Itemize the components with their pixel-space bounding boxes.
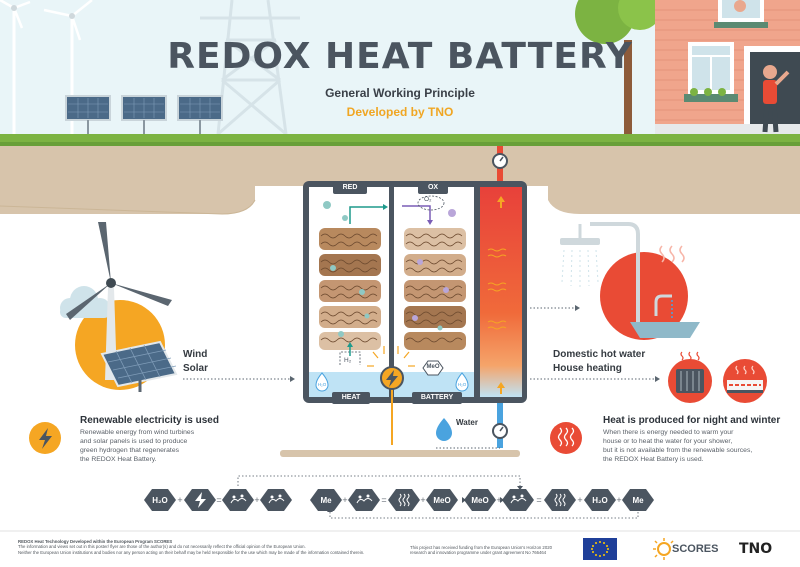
input-label: Wind Solar — [183, 348, 208, 376]
battery-label: BATTERY — [412, 392, 462, 404]
solar-panel-icon — [100, 340, 178, 392]
info-heat-line: When there is energy needed to warm your — [603, 429, 734, 436]
info-renewable-line: green hydrogen that regenerates — [80, 447, 180, 454]
pellet-bed-ox — [404, 228, 466, 350]
solar-panels-row — [65, 95, 223, 134]
info-heat-line: the REDOX Heat Battery is used. — [603, 456, 704, 463]
scores-logo-icon — [653, 538, 674, 560]
eq-plus: + — [342, 495, 347, 505]
water-droplet-icon — [436, 418, 452, 441]
footer-line: The information and views set out in thi… — [18, 544, 306, 550]
info-renewable: Renewable electricity is used Renewable … — [80, 415, 260, 464]
water-droplet-icon — [455, 372, 469, 392]
scores-logo-text: SCORES — [672, 543, 719, 555]
eq-plus: + — [177, 495, 182, 505]
spark-icon — [367, 346, 415, 367]
shower-icon — [560, 222, 640, 330]
eq-plus: + — [616, 495, 621, 505]
ox-label: OX — [418, 182, 448, 194]
info-renewable-line: the REDOX Heat Battery. — [80, 456, 157, 463]
developer-credit: Developed by TNO — [346, 105, 454, 119]
info-renewable-line: Renewable energy from wind turbines — [80, 429, 195, 436]
wind-turbine-icon — [0, 0, 31, 134]
info-heat-line: but it is not available from the renewab… — [603, 447, 753, 454]
lightning-icon — [195, 492, 206, 508]
red-label: RED — [333, 182, 367, 194]
eq-h2o: H₂O — [152, 496, 168, 505]
h2o-left-label: H₂O — [317, 382, 327, 387]
flow-arrow-ox — [402, 205, 431, 220]
eq-equals: = — [381, 495, 386, 505]
eq-plus: + — [496, 495, 501, 505]
footer-line: REDOX Heat Technology Developed within t… — [18, 539, 173, 544]
eq-h2o: H₂O — [592, 496, 608, 505]
heat-waves-icon — [659, 245, 685, 263]
wind-turbine-large-icon — [66, 222, 172, 380]
eq-me: Me — [632, 496, 644, 505]
pellet-bed-red — [319, 228, 381, 350]
info-renewable-line: and solar panels is used to produce — [80, 438, 188, 445]
info-renewable-heading: Renewable electricity is used — [80, 415, 219, 426]
hydrogen-icon — [510, 498, 527, 504]
pylon-icon — [200, 0, 300, 136]
battery-base — [280, 450, 520, 457]
eq-equals: = — [216, 495, 221, 505]
tap-sink-icon — [630, 294, 700, 338]
tank-arrows — [497, 196, 505, 394]
water-label: Water — [456, 418, 478, 427]
eq-meo: MeO — [433, 496, 450, 505]
o2-label: O₂ — [424, 196, 432, 203]
tree-icon — [575, 0, 662, 136]
eq-meo: MeO — [471, 496, 488, 505]
heat-icon — [554, 493, 566, 507]
eq-equals: = — [536, 495, 541, 505]
hydrogen-icon — [230, 498, 247, 504]
info-heat-line: house or to heat the water for your show… — [603, 438, 733, 445]
tno-logo: TNO — [739, 541, 773, 557]
heat-label: HEAT — [332, 392, 370, 404]
footer-disclaimer: REDOX Heat Technology Developed within t… — [18, 539, 418, 555]
footer-line: Neither the European Union institutions … — [18, 549, 365, 555]
heat-output-circle — [600, 252, 688, 340]
output-heating: House heating — [553, 363, 622, 374]
footer-funding: This project has received funding from t… — [410, 545, 575, 556]
h2o-right-label: H₂O — [457, 382, 467, 387]
eq-plus: + — [577, 495, 582, 505]
heat-icon — [398, 493, 410, 507]
output-label: Domestic hot water House heating — [553, 348, 645, 376]
info-heat: Heat is produced for night and winter Wh… — [603, 415, 793, 464]
footer-line: research and innovation programme under … — [410, 550, 547, 556]
page-subtitle: General Working Principle — [325, 86, 475, 100]
page-title: REDOX HEAT BATTERY — [167, 36, 633, 77]
eq-plus: + — [254, 495, 259, 505]
oxygen-icon — [356, 498, 373, 504]
water-droplet-icon — [315, 372, 329, 392]
h2-label: H₂ — [344, 357, 352, 364]
footer-line: This project has received funding from t… — [410, 545, 552, 550]
output-hot-water: Domestic hot water — [553, 349, 646, 360]
eq-me: Me — [320, 496, 332, 505]
soil-layer — [0, 146, 800, 214]
hydrogen-icon — [268, 498, 285, 504]
input-wind: Wind — [183, 349, 208, 360]
flow-arrow-red — [349, 206, 383, 224]
equation-row — [144, 475, 654, 519]
tank-waves — [487, 248, 507, 330]
radiator-icon — [676, 351, 704, 393]
meo-label: MeO — [426, 364, 440, 370]
info-heat-heading: Heat is produced for night and winter — [603, 415, 781, 426]
meo-hex — [422, 360, 444, 376]
input-solar: Solar — [183, 363, 209, 374]
eq-plus: + — [420, 495, 425, 505]
floor-heating-icon — [727, 365, 763, 393]
house-icon — [655, 0, 800, 136]
eu-flag-icon — [583, 538, 617, 560]
gas-bubbles — [323, 201, 456, 337]
water-tank — [480, 187, 522, 397]
